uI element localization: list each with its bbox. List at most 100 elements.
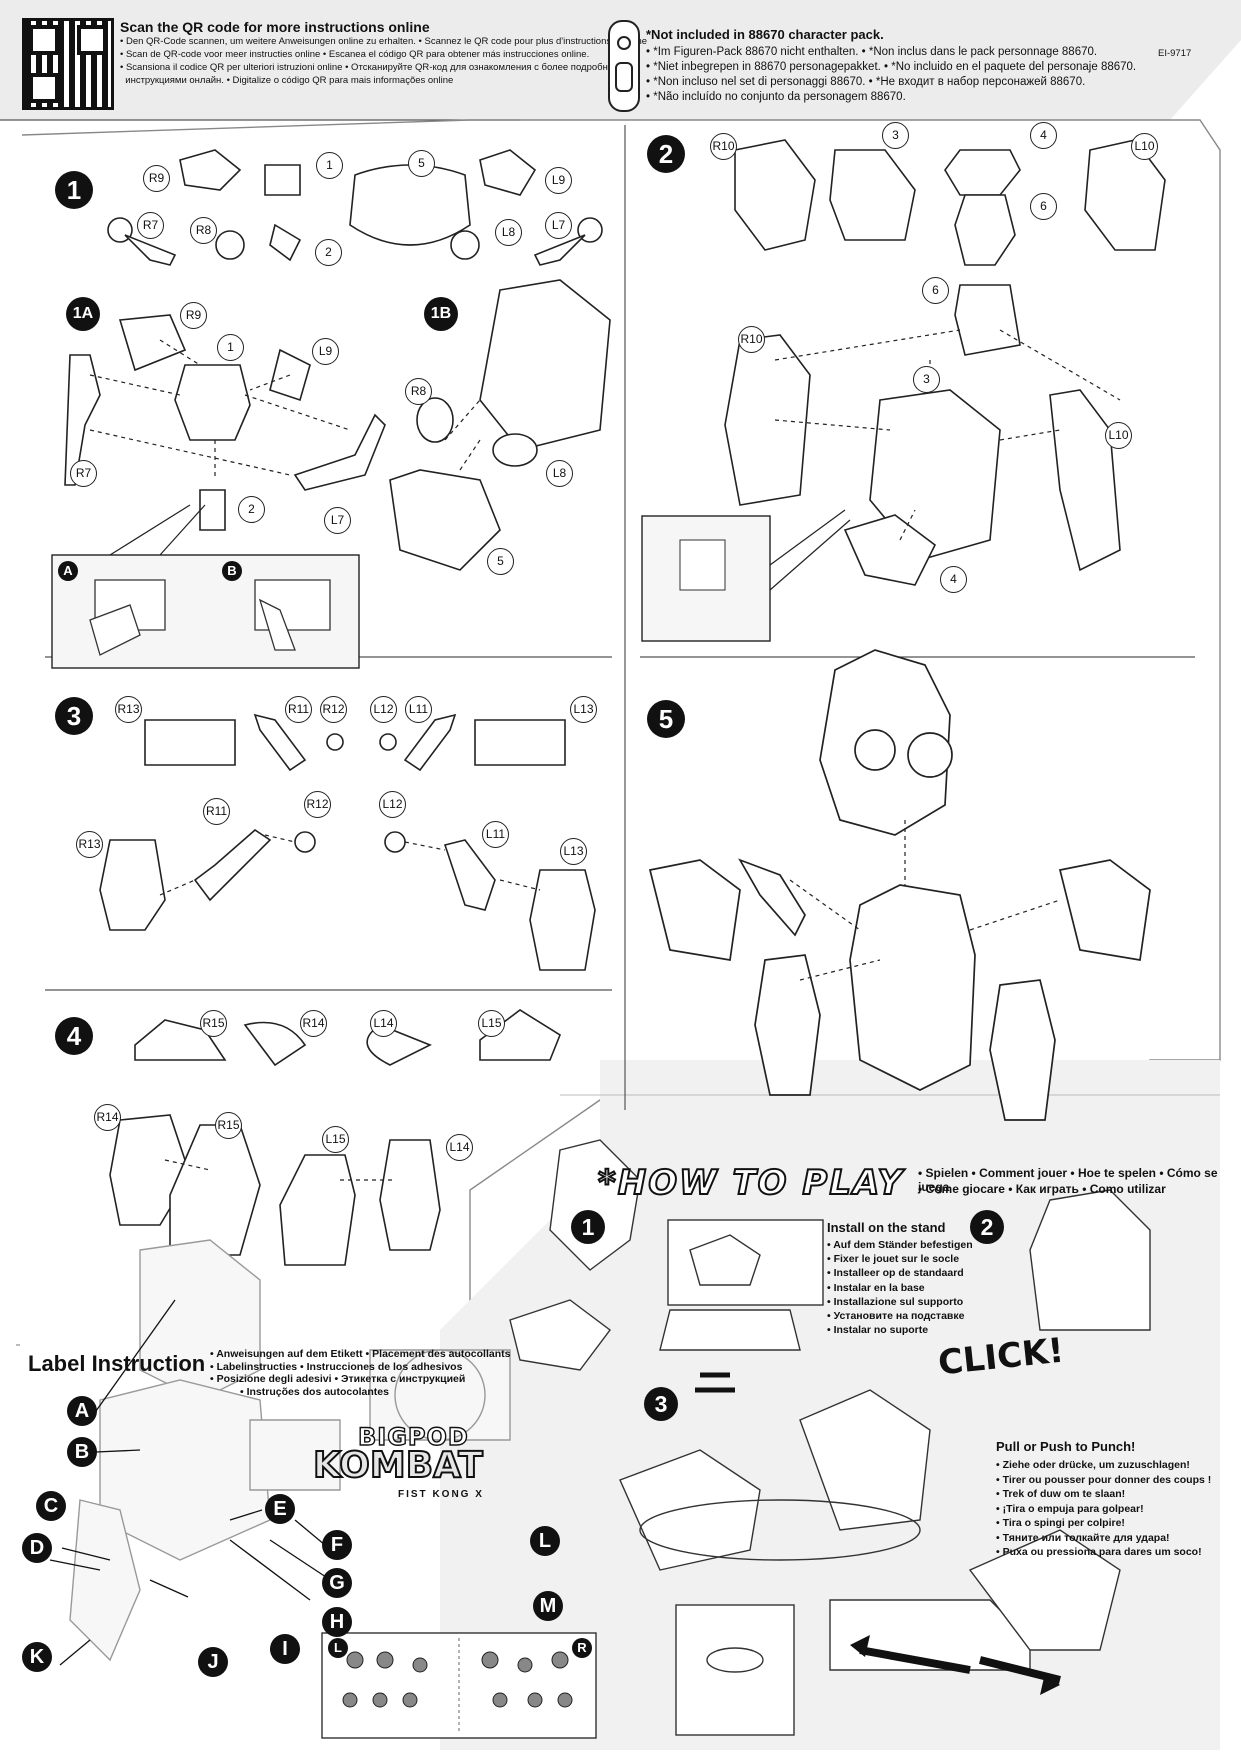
stand-line-2: • Fixer le jouet sur le socle <box>827 1253 960 1266</box>
part-label-1a-l7: L7 <box>324 507 351 534</box>
not-included-line-4: • *Não incluído no conjunto da personage… <box>646 91 906 103</box>
part-label-s4-r15: R15 <box>200 1010 227 1037</box>
label-line-2: • Labelinstructies • Instrucciones de lo… <box>210 1360 463 1373</box>
qr-line-2: • Scan de QR-code voor meer instructies … <box>120 49 590 60</box>
qr-code <box>22 18 114 110</box>
part-label-s4-l14: L14 <box>370 1010 397 1037</box>
qr-line-1: • Den QR-Code scannen, um weitere Anweis… <box>120 36 648 47</box>
sticker-letter-i: I <box>270 1634 300 1664</box>
part-label-s3-l11: L11 <box>405 696 432 723</box>
part-label-s3-l12b: L12 <box>379 791 406 818</box>
label-line-3: • Posizione degli adesivi • Этикетка с и… <box>210 1373 466 1386</box>
punch-line-1: • Ziehe oder drücke, um zuzuschlagen! <box>996 1459 1190 1471</box>
part-label-l7: L7 <box>545 212 572 239</box>
part-label-1b-p5: 5 <box>487 548 514 575</box>
label-line-4: • Instruções dos autocolantes <box>240 1385 389 1398</box>
how-to-play-langs-1: • Spielen • Comment jouer • Hoe te spele… <box>918 1166 1218 1194</box>
play-step-3-badge: 3 <box>644 1387 678 1421</box>
part-label-s3-r11: R11 <box>285 696 312 723</box>
punch-line-4: • ¡Tira o empuja para golpear! <box>996 1502 1144 1515</box>
part-label-s2-p6b: 6 <box>922 277 949 304</box>
sticker-letter-a: A <box>67 1396 97 1426</box>
part-label-p1: 1 <box>316 152 343 179</box>
part-label-1a-p1: 1 <box>217 334 244 361</box>
part-label-s2-l10b: L10 <box>1105 422 1132 449</box>
step-1a-badge: 1A <box>66 297 100 331</box>
sticker-letter-j: J <box>198 1647 228 1677</box>
part-label-r7: R7 <box>137 212 164 239</box>
punch-line-5: • Tira o spingi per colpire! <box>996 1517 1125 1529</box>
not-included-title: *Not included in 88670 character pack. <box>646 27 884 42</box>
part-label-s2-p6: 6 <box>1030 193 1057 220</box>
part-label-s4-l15b: L15 <box>322 1126 349 1153</box>
part-label-1a-l9: L9 <box>312 338 339 365</box>
part-label-s4-r14b: R14 <box>94 1104 121 1131</box>
stand-line-6: • Установите на подставке <box>827 1310 965 1323</box>
part-label-1a-p2: 2 <box>238 496 265 523</box>
sticker-letter-c: C <box>36 1491 66 1521</box>
product-code: EI-9717 <box>1158 48 1192 59</box>
punch-line-2: • Tirer ou pousser pour donner des coups… <box>996 1473 1212 1486</box>
part-label-1a-r9: R9 <box>180 302 207 329</box>
part-label-s3-r12b: R12 <box>304 791 331 818</box>
step-1-badge: 1 <box>55 171 93 209</box>
label-instruction-lines: • Anweisungen auf dem Etikett • Placemen… <box>210 1348 510 1398</box>
step-3-badge: 3 <box>55 697 93 735</box>
punch-title: Pull or Push to Punch! <box>996 1439 1136 1454</box>
qr-line-3: • Scansiona il codice QR per ulteriori i… <box>120 62 627 73</box>
part-label-l8: L8 <box>495 219 522 246</box>
how-to-play-langs-2: • Come giocare • Как играть • Como utili… <box>918 1182 1166 1196</box>
sticker-letter-l: L <box>530 1526 560 1556</box>
punch-line-3: • Trek of duw om te slaan! <box>996 1488 1126 1500</box>
part-label-s2-p4b: 4 <box>940 566 967 593</box>
logo-fist-kong-x: FIST KONG X <box>398 1489 484 1500</box>
sticker-letter-k: K <box>22 1642 52 1672</box>
not-included-line-1: • *Im Figuren-Pack 88670 nicht enthalten… <box>646 46 1098 58</box>
stand-line-7: • Instalar no suporte <box>827 1324 929 1337</box>
part-label-r8: R8 <box>190 217 217 244</box>
part-label-s3-r13: R13 <box>115 696 142 723</box>
sticker-letter-b: B <box>67 1437 97 1467</box>
play-step-2-badge: 2 <box>970 1210 1004 1244</box>
step-2-badge: 2 <box>647 135 685 173</box>
sticker-letter-e: E <box>265 1494 295 1524</box>
sheet-left-badge: L <box>328 1638 348 1658</box>
sticker-letter-g: G <box>322 1568 352 1598</box>
part-label-s3-r11b: R11 <box>203 798 230 825</box>
logo-kombat: KOMBAT <box>312 1444 484 1487</box>
part-label-s3-r13b: R13 <box>76 831 103 858</box>
stand-line-1: • Auf dem Ständer befestigen <box>827 1239 973 1251</box>
step-1b-badge: 1B <box>424 297 458 331</box>
part-label-1a-r7: R7 <box>70 460 97 487</box>
not-included-line-2: • *Niet inbegrepen in 88670 personagepak… <box>646 61 1137 73</box>
step-5-badge: 5 <box>647 700 685 738</box>
stand-line-3: • Installeer op de standaard <box>827 1267 964 1280</box>
part-label-s4-r15b: R15 <box>215 1112 242 1139</box>
part-label-l10: L10 <box>1131 133 1158 160</box>
part-label-s3-r12: R12 <box>320 696 347 723</box>
sticker-letter-f: F <box>322 1530 352 1560</box>
part-label-s2-p3: 3 <box>882 122 909 149</box>
part-label-1b-l8: L8 <box>546 460 573 487</box>
part-label-1b-r8: R8 <box>405 378 432 405</box>
sheet-right-badge: R <box>572 1638 592 1658</box>
part-label-r9: R9 <box>143 165 170 192</box>
punch-list: • Ziehe oder drücke, um zuzuschlagen! • … <box>996 1458 1211 1560</box>
part-label-p2: 2 <box>315 239 342 266</box>
part-label-s2-p3b: 3 <box>913 366 940 393</box>
punch-line-6: • Тяните или толкайте для удара! <box>996 1531 1170 1544</box>
inset-b-badge: B <box>222 561 242 581</box>
sticker-letter-h: H <box>322 1607 352 1637</box>
remote-icon <box>608 20 640 112</box>
step-4-badge: 4 <box>55 1017 93 1055</box>
part-label-r10: R10 <box>710 133 737 160</box>
not-included-line-3: • *Non incluso nel set di personaggi 886… <box>646 76 1086 88</box>
part-label-s3-l13b: L13 <box>560 838 587 865</box>
part-label-l9: L9 <box>545 167 572 194</box>
stand-list: • Auf dem Ständer befestigen • Fixer le … <box>827 1238 973 1337</box>
part-label-s2-r10b: R10 <box>738 326 765 353</box>
part-label-s3-l12: L12 <box>370 696 397 723</box>
play-step-1-badge: 1 <box>571 1210 605 1244</box>
sticker-letter-d: D <box>22 1533 52 1563</box>
